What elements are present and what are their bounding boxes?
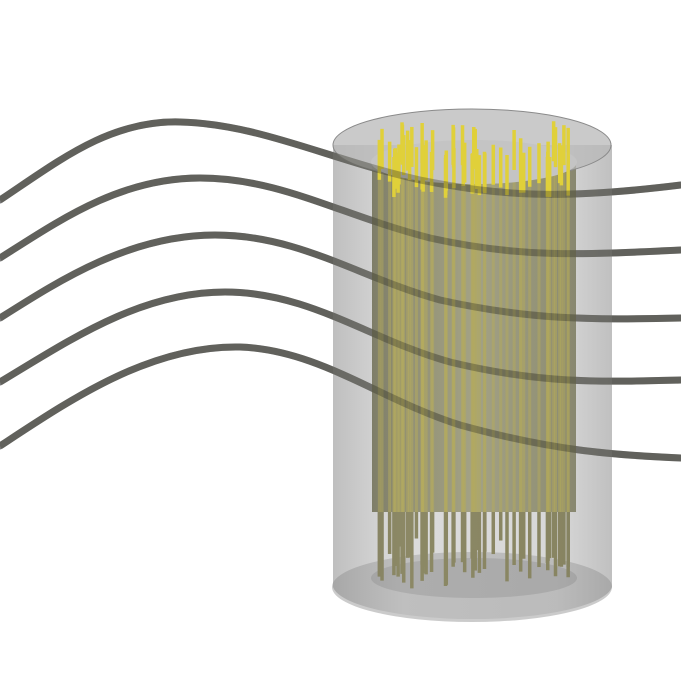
field-line-overlay <box>0 231 681 323</box>
field-line-overlay <box>0 343 681 462</box>
magnetic-field-lines-front <box>0 118 681 462</box>
field-line-overlay <box>0 118 681 203</box>
rod-bundle-top <box>377 121 570 198</box>
cylinder-shell <box>333 145 612 620</box>
field-line-overlay <box>0 288 681 386</box>
field-line-overlay <box>0 174 681 261</box>
